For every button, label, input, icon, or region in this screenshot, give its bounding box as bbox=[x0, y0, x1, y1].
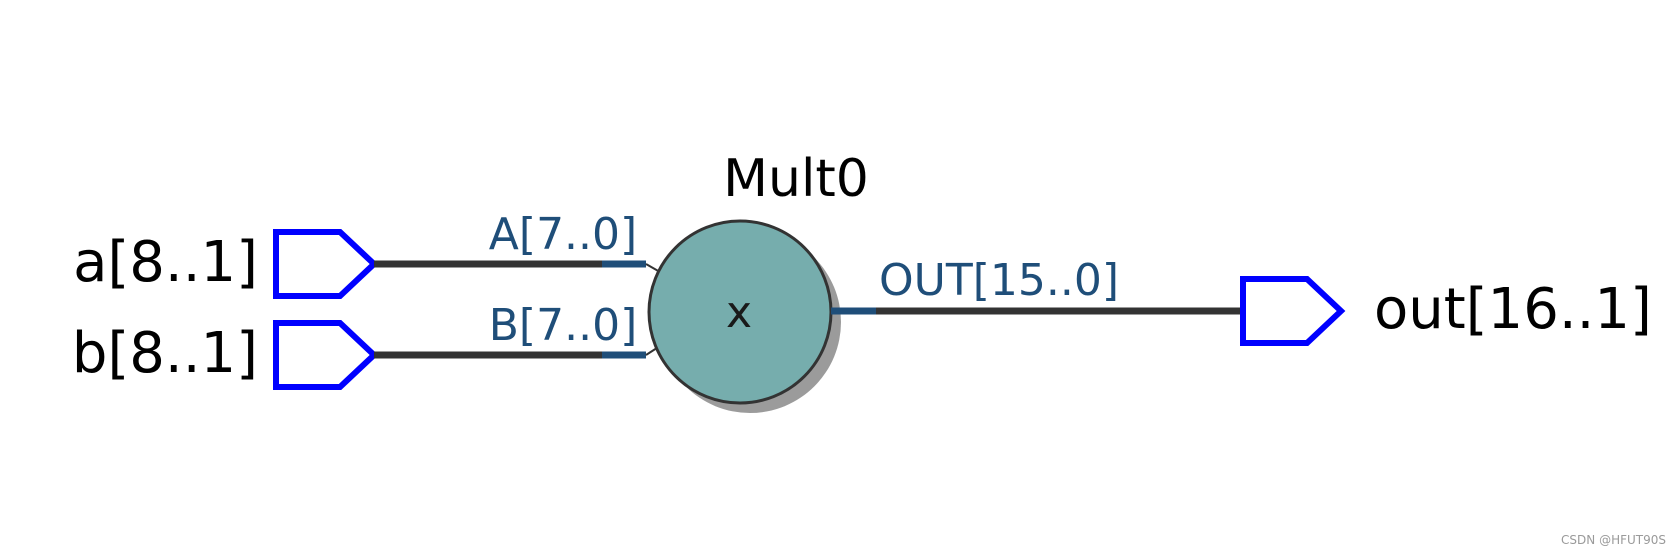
output-port-out-label: out[16..1] bbox=[1374, 277, 1652, 342]
watermark-text: CSDN @HFUT90S bbox=[1561, 533, 1666, 547]
output-port-out[interactable] bbox=[1240, 276, 1346, 346]
pin-label-b: B[7..0] bbox=[489, 300, 637, 351]
input-port-b-label: b[8..1] bbox=[72, 321, 258, 386]
input-port-b-shape bbox=[273, 320, 379, 390]
output-port-out-shape bbox=[1240, 276, 1346, 346]
input-port-a-label: a[8..1] bbox=[73, 230, 258, 295]
input-port-a-shape bbox=[273, 229, 379, 299]
mult0-title: Mult0 bbox=[723, 149, 869, 209]
pin-label-a: A[7..0] bbox=[489, 209, 637, 260]
pin-label-out: OUT[15..0] bbox=[879, 255, 1119, 306]
input-port-a[interactable] bbox=[273, 229, 379, 299]
mult0-node[interactable]: x bbox=[647, 219, 841, 413]
input-port-b[interactable] bbox=[273, 320, 379, 390]
multiply-symbol: x bbox=[726, 287, 752, 338]
